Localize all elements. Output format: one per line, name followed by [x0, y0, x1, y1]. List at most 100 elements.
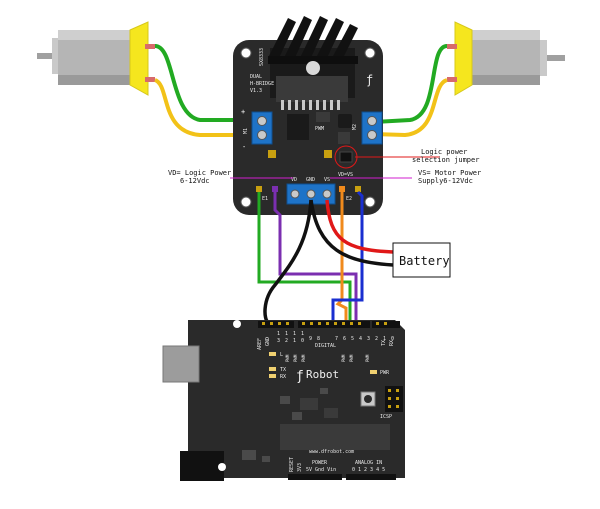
driver-pwm-label: PWM [315, 126, 324, 132]
svg-text:PWM: PWM [365, 354, 370, 362]
reset-button-cap[interactable] [364, 395, 372, 403]
vs-annotation-line1: VS= Motor Power [418, 169, 481, 177]
left-motor-shaft [37, 53, 55, 59]
vs-label: VS [324, 177, 330, 183]
svg-text:1: 1 [285, 331, 288, 337]
right-motor-shaft [545, 55, 565, 61]
driver-mount-hole-tr [364, 47, 376, 59]
l298-chip [276, 76, 348, 102]
icsp-label: ICSP [380, 414, 392, 420]
power-pins-label: 5V Gnd Vin [306, 467, 336, 473]
arduino-gnd-black-wire [263, 199, 313, 324]
power-header [288, 474, 342, 480]
dfrobot-logo-icon: ƒ [296, 369, 304, 384]
vs-annotation-line2: Supply6-12Vdc [418, 177, 473, 185]
driver-pin-headers [256, 186, 361, 192]
svg-text:2: 2 [375, 336, 378, 342]
e2-label: E2 [346, 196, 352, 202]
svg-text:6: 6 [343, 336, 346, 342]
usb-port [162, 345, 200, 383]
arduino-mount-hole-1 [233, 320, 241, 328]
rx-led-label: RX [280, 374, 286, 380]
brand-label: Robot [306, 368, 339, 381]
m1-screw-1 [257, 116, 267, 126]
left-motor-terminal-2 [145, 77, 155, 82]
driver-cap [338, 132, 350, 144]
arduino-mount-hole-2 [218, 463, 226, 471]
m2-terminal [361, 111, 383, 145]
svg-text:2: 2 [285, 338, 288, 344]
svg-text:PWM: PWM [341, 354, 346, 362]
driver-mount-hole-tl [240, 47, 252, 59]
right-motor-endcap [537, 40, 547, 76]
left-motor [37, 21, 155, 96]
left-motor-cap [129, 21, 149, 96]
driver-mount-hole-bl [240, 196, 252, 208]
driver-led-2 [324, 150, 332, 158]
right-motor-yellow-wire [374, 78, 448, 138]
rx-pin-label: RX [389, 340, 395, 346]
analog-header [346, 474, 396, 480]
m2-label: M2 [352, 124, 358, 130]
driver-led-1 [268, 150, 276, 158]
analog-in-label: ANALOG IN [355, 460, 382, 466]
left-motor-yellow-wire [153, 78, 252, 137]
arduino-board: AREF GND 1 1 1 1 3 2 1 0 9 8 7 6 5 4 3 2… [162, 320, 405, 481]
gnd-label: GND [306, 177, 315, 183]
svg-text:1: 1 [293, 331, 296, 337]
svg-text:3: 3 [277, 338, 280, 344]
digital-label: DIGITAL [315, 343, 336, 349]
svg-text:8: 8 [317, 336, 320, 342]
m1-minus-sign: - [242, 143, 246, 151]
icsp-header [385, 386, 403, 412]
svg-text:4: 4 [359, 336, 362, 342]
reset-pin-label: RESET [289, 457, 295, 472]
svg-text:7: 7 [335, 336, 338, 342]
svg-text:PWM: PWM [293, 354, 298, 362]
aref-label: AREF [257, 338, 263, 350]
svg-text:1: 1 [383, 336, 386, 342]
left-motor-endcap [52, 38, 62, 74]
l-led-label: L [280, 352, 283, 358]
battery-label: Battery [399, 254, 450, 268]
svg-text:1: 1 [277, 331, 280, 337]
logic-jumper-line2: selection jumper [412, 156, 479, 164]
m1-label: M1 [243, 128, 249, 134]
m1-screw-2 [257, 130, 267, 140]
digital-header [258, 321, 400, 328]
driver-title-3: V1.3 [250, 88, 262, 94]
pwr-led [370, 370, 377, 374]
right-motor-cap [454, 21, 473, 96]
left-motor-terminal-1 [145, 44, 155, 49]
heatsink [268, 16, 358, 110]
driver-code: SX8333 [259, 48, 265, 66]
onboard-leds [269, 352, 276, 378]
battery-black-wire [309, 199, 394, 267]
right-motor-body [472, 30, 540, 85]
left-motor-body [58, 30, 130, 85]
analog-pins-label: 0 1 2 3 4 5 [352, 467, 385, 473]
svg-text:PWM: PWM [301, 354, 306, 362]
battery-red-wire [325, 199, 394, 254]
m2-screw-1 [367, 116, 377, 126]
m1-terminal [251, 111, 273, 145]
svg-text:0: 0 [301, 338, 304, 344]
vd-label: VD [291, 177, 297, 183]
m2-screw-2 [367, 130, 377, 140]
driver-logo-icon: ƒ [366, 73, 373, 87]
svg-text:1: 1 [293, 338, 296, 344]
driver-diode-block [287, 114, 309, 140]
battery-box [392, 242, 451, 278]
m2-blue-wire [331, 190, 364, 320]
vdvs-label: VD=VS [338, 172, 353, 178]
left-motor-green-wire [154, 44, 252, 122]
power-label: POWER [312, 460, 328, 466]
svg-text:5: 5 [351, 336, 354, 342]
driver-regulator [338, 114, 352, 128]
logic-jumper-line1: Logic power [421, 148, 467, 156]
svg-text:1: 1 [301, 331, 304, 337]
right-motor-green-wire [374, 44, 448, 124]
driver-mount-hole-br [364, 196, 376, 208]
heatsink-screw [306, 61, 320, 75]
